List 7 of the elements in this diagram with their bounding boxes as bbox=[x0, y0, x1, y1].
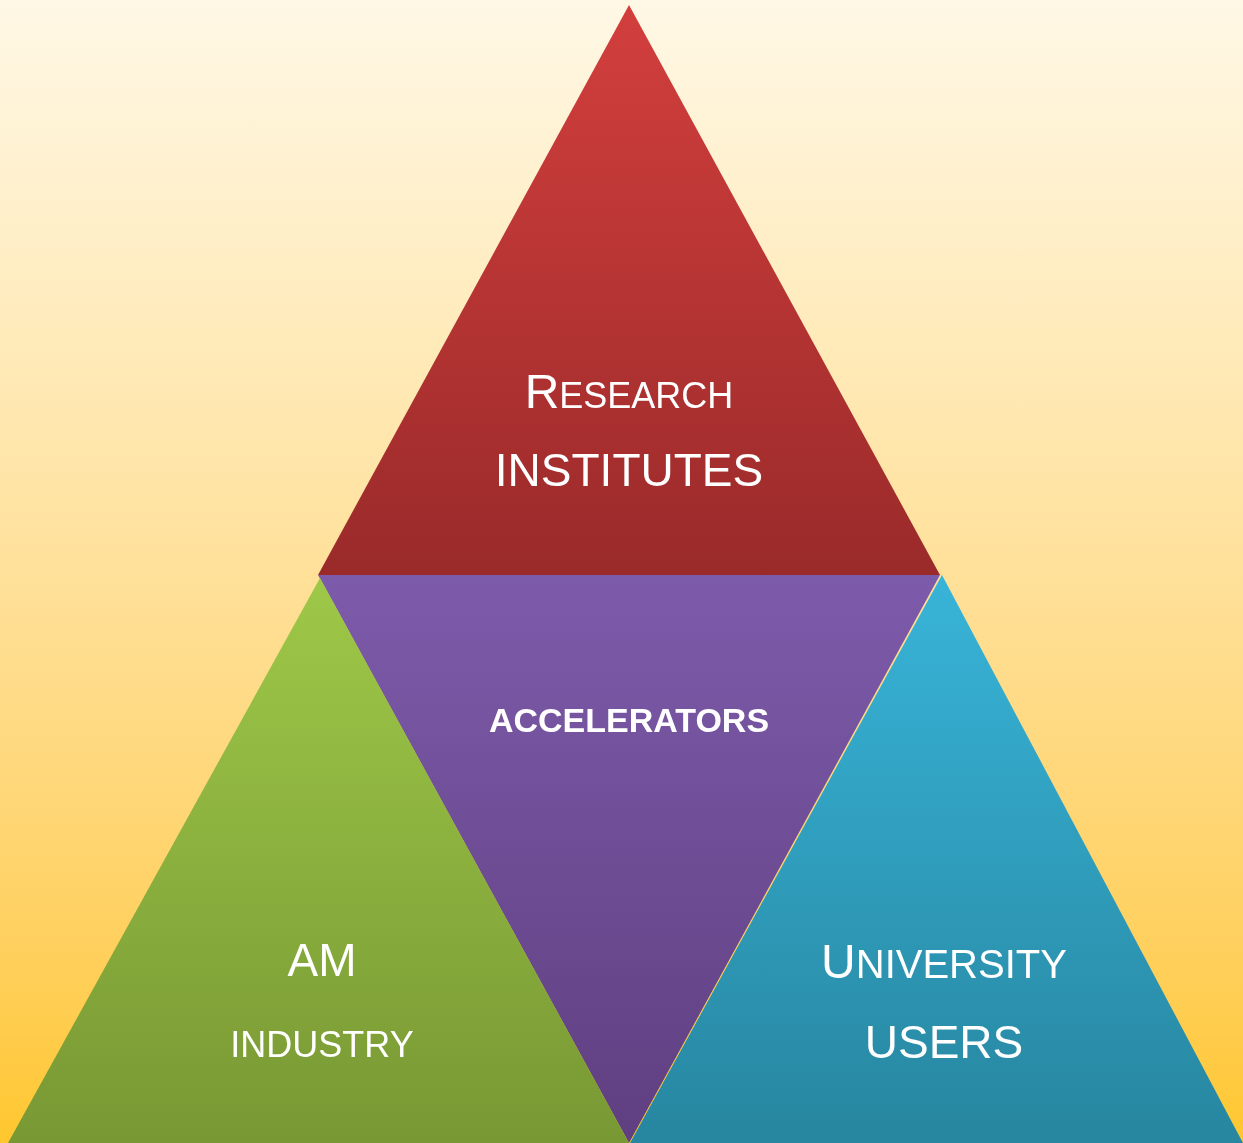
triangle-label: AM bbox=[287, 937, 357, 983]
triangle-label: UNIVERSITY bbox=[821, 938, 1067, 986]
triangle-label: ACCELERATORS bbox=[488, 703, 770, 737]
triangle-label: RESEARCH bbox=[524, 368, 734, 416]
triangle-label: INSTITUTES bbox=[494, 447, 764, 493]
triangle-label: USERS bbox=[864, 1019, 1024, 1065]
triangle-label: INDUSTRY bbox=[230, 1027, 414, 1063]
